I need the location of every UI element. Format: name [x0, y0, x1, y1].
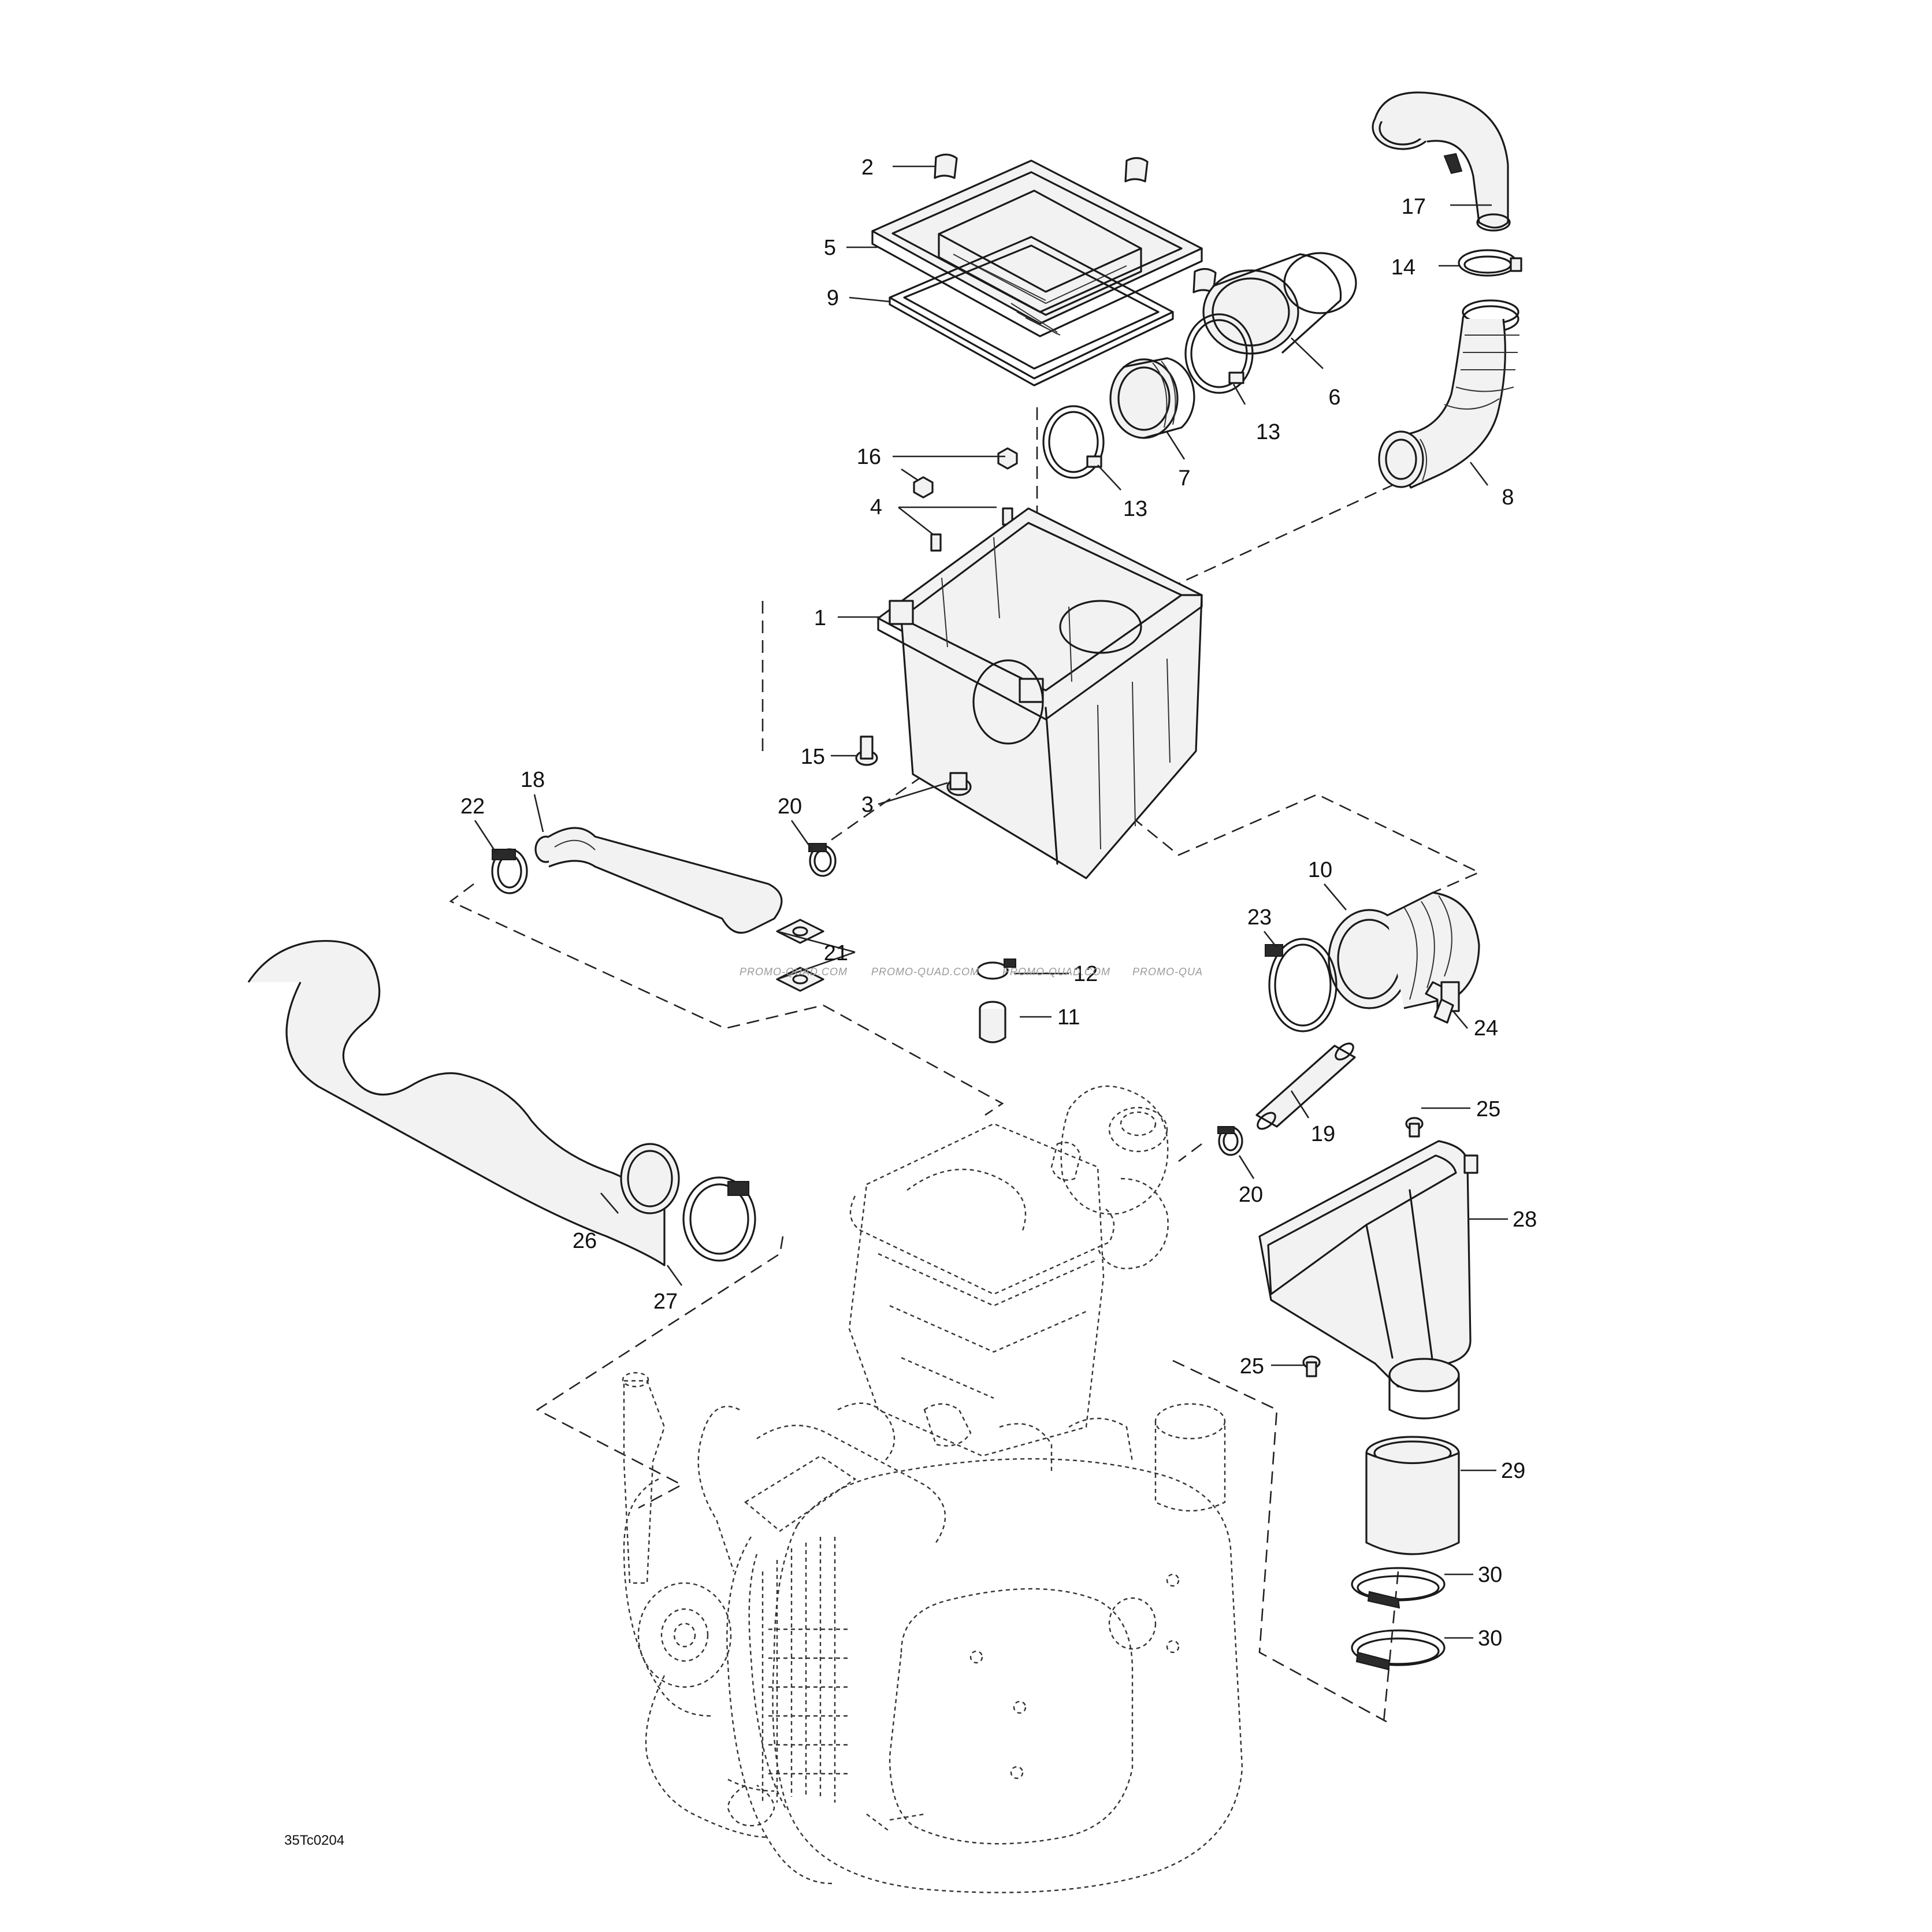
part-15-screw — [855, 735, 878, 766]
callout-3: 3 — [861, 793, 874, 817]
part-13-clamp-middle — [1042, 405, 1105, 479]
callout-2: 2 — [861, 155, 874, 180]
callout-9: 9 — [827, 286, 839, 310]
leader-lines — [474, 165, 1508, 1639]
callout-7: 7 — [1178, 466, 1190, 491]
part-28-cvt-air-intake — [1258, 1140, 1478, 1420]
part-9-air-filter — [889, 236, 1174, 387]
part-25-screw-lower — [1302, 1355, 1321, 1377]
callout-14: 14 — [1391, 255, 1415, 280]
part-19-breather-hose — [1255, 1042, 1356, 1130]
callout-28: 28 — [1513, 1208, 1537, 1232]
callout-4: 4 — [870, 495, 882, 519]
callout-30-lower: 30 — [1478, 1626, 1502, 1651]
callout-6: 6 — [1328, 385, 1340, 410]
part-20-clamp-lower — [1217, 1126, 1243, 1156]
callout-21: 21 — [824, 941, 848, 965]
part-29-sleeve — [1365, 1436, 1460, 1555]
watermark-3: PROMO-QUAD.COM — [1002, 966, 1110, 978]
callout-5: 5 — [824, 236, 836, 260]
part-18-drain-hose — [534, 827, 783, 934]
part-8-intake-hose — [1378, 299, 1519, 489]
callout-24: 24 — [1474, 1016, 1498, 1041]
callout-22: 22 — [460, 794, 485, 819]
part-30-clamp-lower — [1351, 1629, 1446, 1671]
part-3-drain-fitting — [946, 772, 972, 796]
part-17-air-elbow — [1372, 91, 1511, 232]
callout-20-lower: 20 — [1239, 1183, 1263, 1207]
watermark-2: PROMO-QUAD.COM — [871, 966, 979, 978]
callout-25-lower: 25 — [1240, 1354, 1264, 1379]
callout-18: 18 — [521, 768, 545, 792]
callout-23: 23 — [1247, 905, 1272, 930]
engine-assembly-ghost — [622, 1085, 1243, 1893]
callout-17: 17 — [1402, 195, 1426, 219]
callout-29: 29 — [1501, 1459, 1525, 1483]
callout-15: 15 — [801, 745, 825, 769]
watermark-4: PROMO-QUA — [1132, 966, 1203, 978]
part-23-clamp — [1265, 938, 1337, 1032]
callout-12: 12 — [1073, 962, 1098, 986]
callout-20-upper: 20 — [778, 794, 802, 819]
part-16-nuts — [913, 447, 1018, 499]
part-1-airbox-body — [877, 507, 1203, 879]
part-30-clamp-upper — [1351, 1567, 1446, 1609]
drawing-code: 35Tc0204 — [284, 1833, 344, 1848]
callout-13-lower: 13 — [1123, 497, 1147, 521]
part-6-intake-sleeve — [1202, 252, 1357, 355]
part-21-grommets — [776, 919, 824, 992]
part-20-clamp-upper — [808, 843, 837, 877]
callout-11: 11 — [1057, 1005, 1080, 1030]
callout-13-upper: 13 — [1256, 420, 1280, 444]
callout-10: 10 — [1308, 858, 1332, 882]
callout-19: 19 — [1311, 1122, 1335, 1146]
part-11-plug — [979, 1001, 1006, 1043]
watermarks: PROMO-QUAD.COM PROMO-QUAD.COM PROMO-QUAD… — [740, 966, 1203, 978]
part-10-carb-adapter — [1328, 891, 1480, 1013]
callout-25-upper: 25 — [1476, 1097, 1500, 1121]
part-26-air-duct — [247, 940, 680, 1266]
callout-26: 26 — [573, 1229, 597, 1253]
part-24-nipple — [1433, 981, 1460, 1024]
callout-labels: 2 5 9 6 13 7 13 8 17 14 16 4 1 15 3 18 2… — [460, 155, 1537, 1651]
part-27-duct-clamp — [682, 1176, 756, 1262]
part-25-screw-upper — [1405, 1117, 1424, 1138]
part-22-hose-clamp — [491, 848, 528, 894]
part-13-clamp-upper — [1184, 313, 1254, 394]
part-12-clip — [976, 958, 1016, 980]
callout-1: 1 — [814, 606, 826, 630]
watermark-1: PROMO-QUAD.COM — [740, 966, 848, 978]
callout-8: 8 — [1502, 485, 1514, 510]
callout-16: 16 — [857, 445, 881, 469]
part-7-adapter — [1109, 357, 1195, 439]
callout-30-upper: 30 — [1478, 1563, 1502, 1587]
callout-27: 27 — [653, 1290, 678, 1314]
part-14-clamp — [1458, 249, 1522, 277]
